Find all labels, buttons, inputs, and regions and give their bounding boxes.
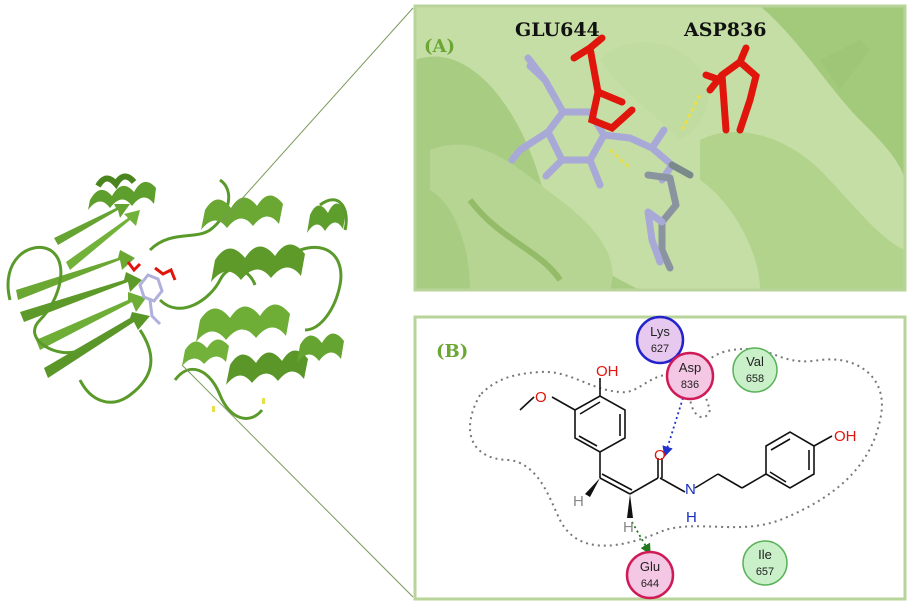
yellow-marker (212, 406, 215, 412)
h-bond (608, 148, 632, 170)
residue-node-number: 658 (746, 373, 764, 385)
wedge-bond (627, 494, 633, 518)
helix (182, 339, 229, 366)
zoom-line-top (221, 7, 414, 222)
atom-n-amide: N (685, 481, 696, 498)
ligand-sticks (138, 273, 164, 326)
beta-sheet-arrow (54, 204, 130, 245)
atom-oh-left: OH (596, 363, 619, 380)
residue-node-number: 836 (681, 379, 699, 391)
helix (95, 173, 137, 190)
residue-node-number: 657 (756, 566, 774, 578)
coil (6, 246, 81, 355)
coil (148, 178, 231, 252)
beta-sheet-arrow (66, 210, 140, 270)
residue-sticks-a (570, 34, 760, 134)
residue-label-glu644: GLU644 (515, 19, 600, 41)
residue-sticks-red (126, 261, 177, 281)
coil (299, 245, 343, 332)
pocket-outline (469, 348, 883, 547)
panel-a: (A) GLU644 ASP836 (413, 4, 907, 292)
residue-node-number: 627 (651, 343, 669, 355)
beta-sheet-arrow (20, 272, 142, 322)
protein-overview (6, 173, 348, 420)
ligand-3d (508, 54, 694, 272)
zoom-line-bottom (181, 364, 414, 598)
helix (88, 181, 156, 210)
atom-o-carbonyl: O (654, 447, 666, 464)
beta-sheet-arrow (16, 250, 135, 300)
atom-h-vinyl-right: H (623, 519, 634, 536)
residue-node-name: Val (746, 354, 764, 369)
residue-node-name: Lys (650, 324, 670, 339)
helix (201, 195, 283, 230)
beta-sheet-arrow (44, 312, 150, 378)
panel-b: (B) (413, 315, 907, 601)
residue-node-ile657: Ile 657 (742, 540, 788, 586)
coil (78, 329, 153, 404)
yellow-marker (262, 398, 265, 404)
coil (319, 198, 348, 231)
residue-node-val658: Val 658 (732, 347, 778, 393)
residue-node-number: 644 (641, 578, 659, 590)
residue-node-name: Glu (640, 559, 660, 574)
helix (211, 244, 305, 282)
atom-h-vinyl-left: H (573, 493, 584, 510)
wedge-bond (585, 478, 600, 497)
residue-node-lys627: Lys 627 (635, 315, 685, 365)
residue-node-name: Asp (679, 360, 701, 375)
residue-node-asp836: Asp 836 (665, 351, 715, 401)
helix (196, 304, 290, 342)
atom-o-methoxy: O (535, 389, 547, 406)
residue-label-asp836: ASP836 (683, 19, 766, 41)
panel-a-label: (A) (424, 36, 455, 57)
h-bond-arrow-glu644 (631, 521, 651, 555)
panel-a-border (413, 4, 907, 292)
beta-sheet-arrow (36, 292, 146, 350)
helix (226, 350, 308, 385)
helix (307, 203, 346, 233)
atom-oh-right: OH (834, 428, 857, 445)
coil (173, 367, 264, 420)
residue-node-glu644: Glu 644 (625, 550, 675, 600)
atom-h-amide: H (686, 509, 697, 526)
panel-b-label: (B) (436, 341, 468, 362)
helix (297, 333, 344, 363)
ligand-2d (519, 378, 833, 495)
residue-node-name: Ile (758, 547, 772, 562)
